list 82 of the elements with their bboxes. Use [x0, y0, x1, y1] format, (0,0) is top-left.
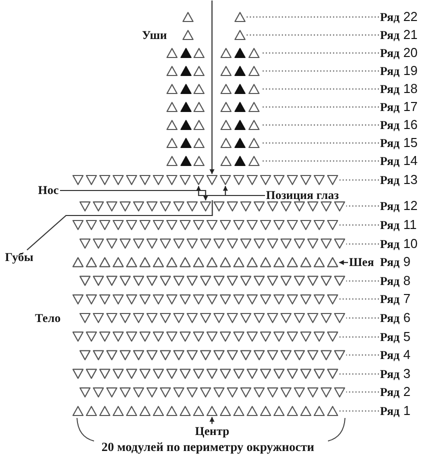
leader-line [246, 16, 380, 18]
triangle-row [72, 294, 338, 304]
triangle-group [220, 102, 260, 112]
row-label: Ряд 13 [380, 173, 418, 187]
row-label: Ряд 3 [380, 366, 410, 381]
triangle-row [72, 220, 338, 230]
triangle-row [79, 201, 346, 212]
leader-line [346, 354, 380, 356]
row-label: Ряд 12 [380, 199, 418, 214]
row-label: Ряд 5 [380, 330, 410, 344]
triangle-group [182, 12, 194, 22]
row-label: Ряд 20 [380, 46, 418, 60]
triangle-group [220, 120, 260, 130]
row-label: Ряд 19 [380, 64, 418, 78]
row-label: Ряд 4 [380, 348, 410, 362]
part-label: Тело [35, 312, 61, 324]
triangle-row [79, 238, 346, 249]
leader-line [338, 298, 380, 300]
row-label: Ряд 16 [380, 118, 418, 132]
triangle-group [220, 138, 260, 148]
leader-line [246, 34, 380, 36]
row-label: Ряд 21 [380, 28, 418, 42]
part-label: Уши [142, 28, 167, 42]
triangle-group [166, 138, 205, 148]
row-label: Ряд 2 [380, 385, 410, 400]
triangle-group [234, 12, 246, 22]
triangle-row [72, 332, 338, 342]
leader-line [26, 200, 213, 250]
row-label: Ряд 6 [380, 311, 410, 325]
row-label: Ряд 11 [380, 218, 417, 232]
row-label: Ряд 22 [380, 10, 418, 24]
leader-line [338, 336, 380, 338]
triangle-group [166, 48, 205, 58]
triangle-group [166, 120, 205, 130]
row-label: Ряд 8 [380, 274, 410, 288]
triangle-group [220, 66, 260, 76]
triangle-group [234, 30, 246, 40]
arrow [222, 186, 265, 196]
triangle-row [79, 387, 346, 398]
arrow [60, 190, 208, 201]
triangle-row [79, 312, 346, 324]
callout-label: Шея [349, 256, 374, 269]
triangle-group [220, 48, 260, 58]
arrow [338, 260, 348, 265]
leader-line [260, 70, 380, 72]
row-label: Ряд 15 [380, 136, 418, 150]
triangle-group [220, 156, 260, 166]
leader-line [260, 106, 380, 108]
triangle-row [72, 257, 338, 268]
leader-line [338, 410, 380, 412]
triangle-row [79, 276, 346, 286]
triangle-row [72, 174, 338, 186]
arrow [210, 416, 214, 424]
arrow [210, 0, 214, 174]
callout-label: Губы [5, 250, 34, 264]
leader-line [338, 224, 380, 226]
row-label: Ряд 7 [380, 292, 410, 306]
triangle-group [166, 84, 205, 94]
row-label: Ряд 9 [380, 255, 410, 270]
leader-line [260, 160, 380, 162]
leader-line [260, 124, 380, 126]
triangle-group [220, 84, 260, 94]
caption: 20 модулей по периметру окружности [102, 440, 314, 454]
row-label: Ряд 14 [380, 154, 418, 168]
callout-label: Позиция глаз [266, 188, 339, 202]
triangle-group [166, 66, 205, 76]
triangle-row [79, 350, 346, 360]
triangle-group [166, 156, 205, 166]
triangle-group [182, 30, 194, 40]
row-label: Ряд 10 [380, 236, 418, 251]
triangle-group [166, 102, 205, 112]
row-label: Ряд 17 [380, 100, 418, 114]
leader-line [346, 280, 380, 282]
row-label: Ряд 18 [380, 82, 418, 96]
callout-label: Нос [38, 184, 59, 196]
triangle-row [72, 368, 338, 379]
triangle-row [72, 406, 338, 416]
leader-line [260, 142, 380, 144]
row-label: Ряд 1 [380, 404, 410, 418]
leader-line [260, 52, 380, 54]
leader-line [260, 88, 380, 90]
callout-label: Центр [195, 424, 230, 438]
